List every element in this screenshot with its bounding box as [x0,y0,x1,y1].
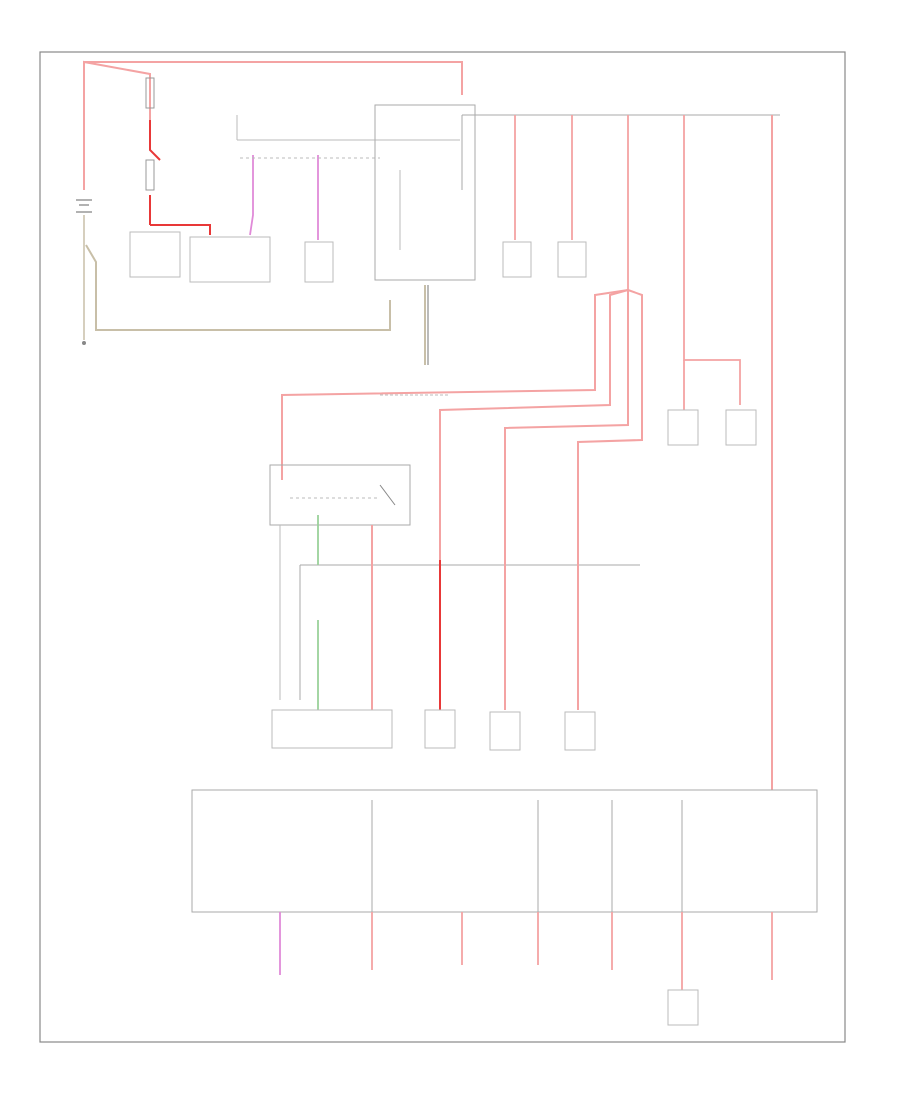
top-fuse-bus [281,114,780,790]
battery-section [76,60,463,345]
ecm-block [374,104,476,396]
diagram-frame [39,51,846,1043]
bottom-junction-block [191,789,818,1026]
middle-fuse-block [269,464,640,751]
